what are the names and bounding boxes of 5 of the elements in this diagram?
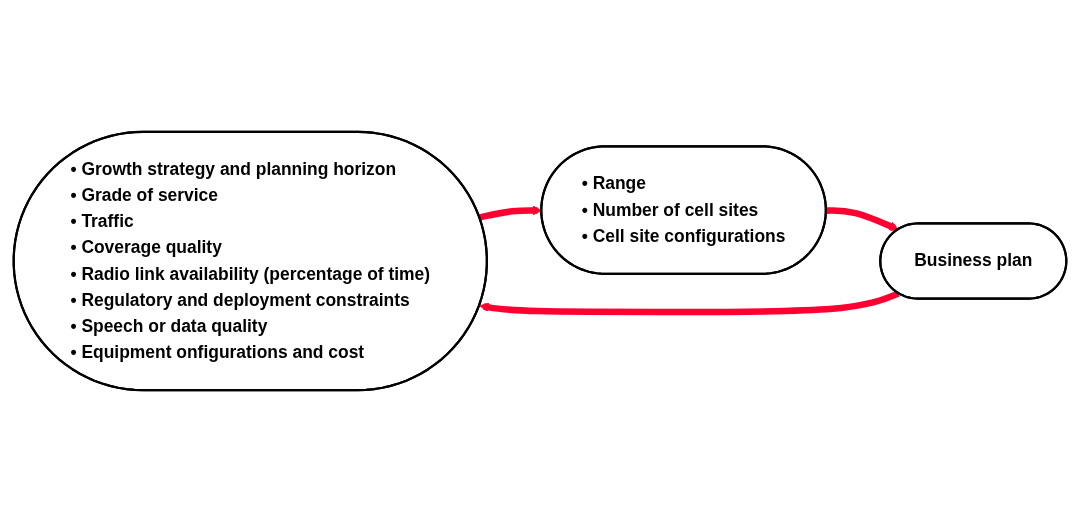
ellipse-node: • Range • Number of cell sites • Cell site configurations <box>540 145 827 275</box>
arrow <box>826 207 899 231</box>
arrow <box>479 290 900 316</box>
ellipse-node: • Growth strategy and planning horizon • Grade of service • Traffic • Coverage quality • Radio link availability (percentage of time) • Regulatory and deployment constraints • Speech or data quality • Equipment onfigurations and cost <box>12 130 488 392</box>
ellipse-node: Business plan <box>879 222 1068 300</box>
